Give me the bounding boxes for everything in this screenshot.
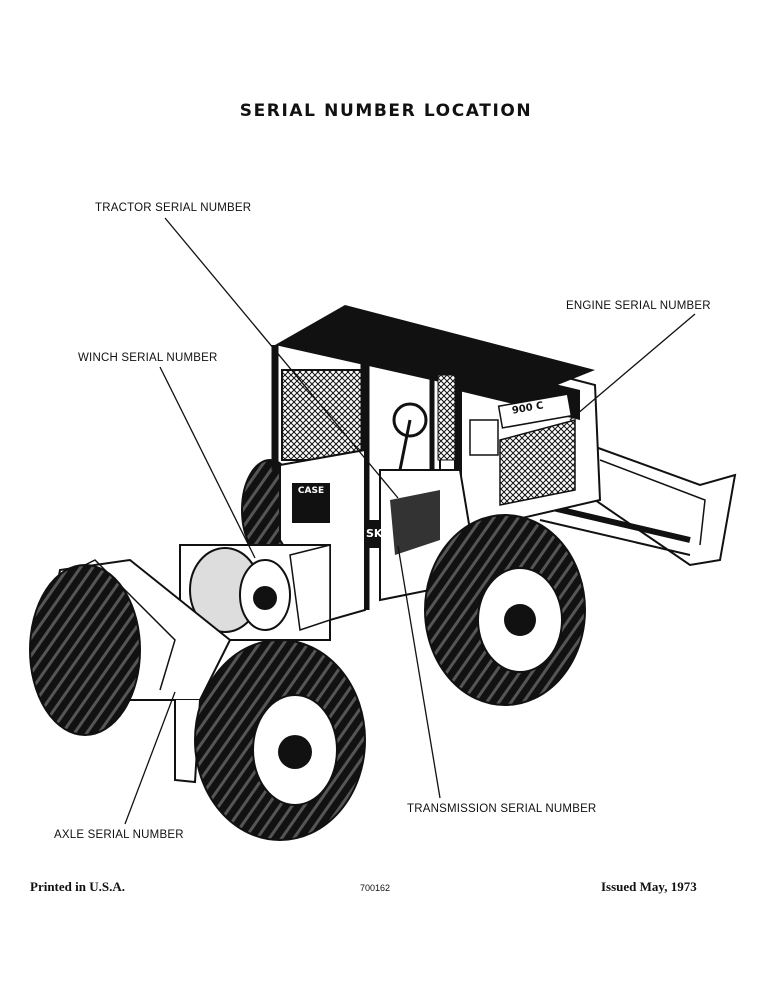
badge-decal: SK (366, 527, 383, 540)
tractor-body (279, 448, 472, 622)
wheel-rear-right (194, 639, 366, 841)
page-title: SERIAL NUMBER LOCATION (239, 101, 533, 121)
winch-serial-label: WINCH SERIAL NUMBER (78, 352, 218, 364)
winch (179, 544, 331, 641)
brand-decal: CASE (297, 486, 325, 496)
transmission-serial-label: TRANSMISSION SERIAL NUMBER (407, 803, 597, 815)
leader-lines (124, 217, 696, 825)
axle-serial-label: AXLE SERIAL NUMBER (54, 829, 184, 841)
dozer-blade (539, 443, 737, 567)
issued-date-text: Issued May, 1973 (601, 879, 697, 894)
engine-serial-label: ENGINE SERIAL NUMBER (566, 300, 711, 312)
wheel-front-right (424, 514, 586, 706)
printed-in-text: Printed in U.S.A. (30, 879, 125, 894)
wheel-rear-left (29, 564, 141, 736)
document-code: 700162 (360, 883, 391, 893)
tractor-serial-label: TRACTOR SERIAL NUMBER (95, 202, 252, 214)
